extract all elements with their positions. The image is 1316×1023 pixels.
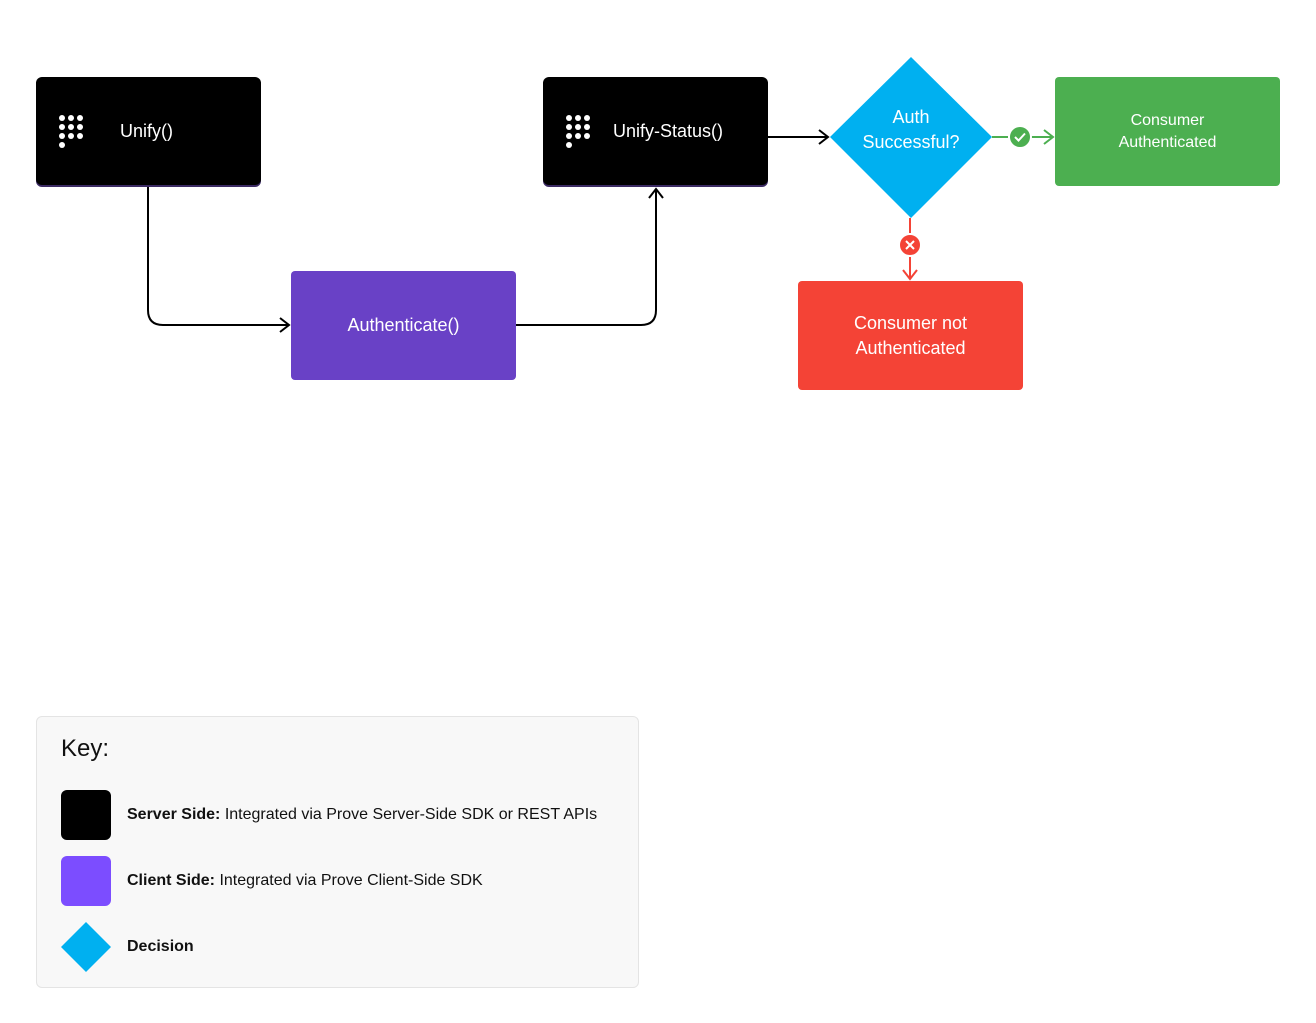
decision-legend-bold: Decision	[127, 938, 194, 955]
arrowhead-authenticate	[279, 317, 291, 333]
decision-legend-text: Decision	[127, 938, 194, 956]
client-legend-desc: Integrated via Prove Client-Side SDK	[215, 872, 483, 889]
edge-unify-to-authenticate	[147, 186, 288, 326]
legend-row-client: Client Side: Integrated via Prove Client…	[61, 856, 483, 906]
decision-label: Auth Successful?	[862, 107, 960, 152]
legend-title: Key:	[61, 735, 110, 762]
unify-status-label: Unify-Status()	[613, 120, 724, 141]
client-legend-bold: Client Side:	[127, 872, 216, 889]
failure-x-icon	[898, 233, 922, 257]
legend-row-server: Server Side: Integrated via Prove Server…	[61, 790, 597, 840]
decision-diamond	[830, 57, 992, 218]
edge-authenticate-to-status	[516, 190, 657, 326]
arrowhead-status	[648, 187, 664, 199]
unify-node: Unify()	[36, 77, 261, 185]
arrowhead-decision	[818, 129, 830, 145]
authenticate-node: Authenticate()	[291, 271, 516, 380]
client-swatch	[61, 856, 111, 906]
server-legend-bold: Server Side:	[127, 806, 221, 823]
decision-swatch-icon	[61, 922, 111, 972]
server-legend-desc: Integrated via Prove Server-Side SDK or …	[220, 806, 598, 823]
client-legend-text: Client Side: Integrated via Prove Client…	[127, 872, 483, 890]
server-swatch	[61, 790, 111, 840]
legend-row-decision: Decision	[61, 922, 194, 972]
consumer-authenticated-node: Consumer Authenticated	[1055, 77, 1280, 186]
success-check-icon	[1008, 125, 1032, 149]
prove-logo-icon	[59, 115, 83, 148]
unify-label: Unify()	[120, 120, 173, 141]
unify-status-node: Unify-Status()	[543, 77, 768, 185]
prove-logo-icon	[566, 115, 590, 148]
arrowhead-failure	[902, 269, 918, 281]
server-legend-text: Server Side: Integrated via Prove Server…	[127, 806, 597, 824]
legend-key: Key: Server Side: Integrated via Prove S…	[36, 716, 639, 988]
authenticate-label: Authenticate()	[347, 315, 460, 335]
consumer-not-authenticated-node: Consumer not Authenticated	[798, 281, 1023, 390]
arrowhead-success	[1043, 129, 1055, 145]
